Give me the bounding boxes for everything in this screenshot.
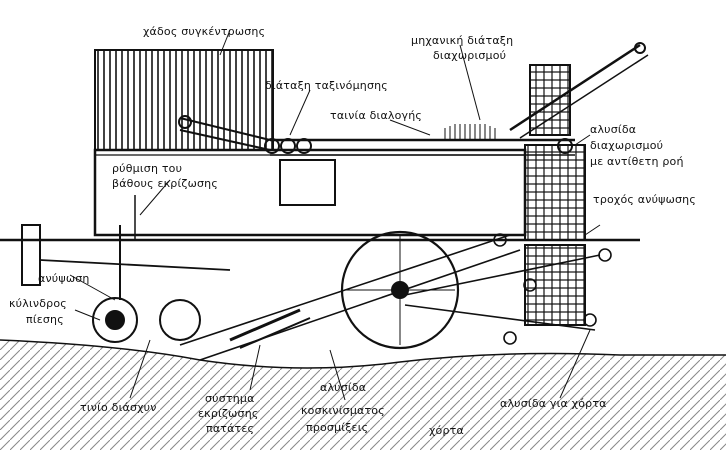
- leader-lines: [69, 29, 601, 401]
- label-separating-chain: αλυσίδα: [590, 123, 637, 136]
- label-depth-adjust-2: βάθους εκρίζωσης: [112, 177, 218, 190]
- large-wheel: [340, 230, 460, 350]
- label-sieving-chain-2: κοσκινίσματος: [301, 404, 385, 417]
- label-lifting-system-3: πατάτες: [206, 422, 255, 435]
- label-haulm: χόρτα: [429, 424, 464, 437]
- label-lift: ανύψωση: [38, 272, 90, 285]
- label-pressure-roller-2: πίεσης: [26, 313, 64, 326]
- label-sorting-mechanism: μηχανική διάταξη: [411, 34, 514, 47]
- sorting-belt: [178, 115, 575, 156]
- label-hopper: χάδος συγκέντρωσης: [143, 25, 266, 38]
- sieving-chain: [179, 233, 612, 361]
- label-lifting-system-2: εκρίζωσης: [198, 407, 259, 420]
- label-sieving-chain-3: προσμίξεις: [306, 421, 369, 434]
- label-guide-blade: τινίο διάσχυν: [80, 401, 157, 414]
- separating-column: [524, 64, 586, 326]
- elevator-conveyor: [509, 42, 649, 139]
- label-haulm-chain: αλυσίδα για χόρτα: [500, 397, 607, 410]
- label-separating-chain-3: με αντίθετη ροή: [590, 155, 684, 168]
- label-leveling-device: διάταξη ταξινόμησης: [265, 79, 388, 92]
- label-sorting-belt: ταινία διαλογής: [330, 109, 423, 122]
- chassis: [0, 195, 640, 300]
- label-depth-adjust: ρύθμιση του: [112, 162, 183, 175]
- label-sieving-chain: αλυσίδα: [320, 381, 367, 394]
- label-separating-chain-2: διαχωρισμού: [590, 139, 664, 152]
- label-lifting-wheel: τροχός ανύψωσης: [593, 193, 696, 206]
- label-pressure-roller: κύλινδρος: [9, 297, 67, 310]
- label-lifting-system: σύστημα: [205, 392, 255, 405]
- label-sorting-mechanism-2: διαχωρισμού: [433, 49, 507, 62]
- ground: [0, 339, 726, 450]
- front-wheels: [92, 297, 201, 343]
